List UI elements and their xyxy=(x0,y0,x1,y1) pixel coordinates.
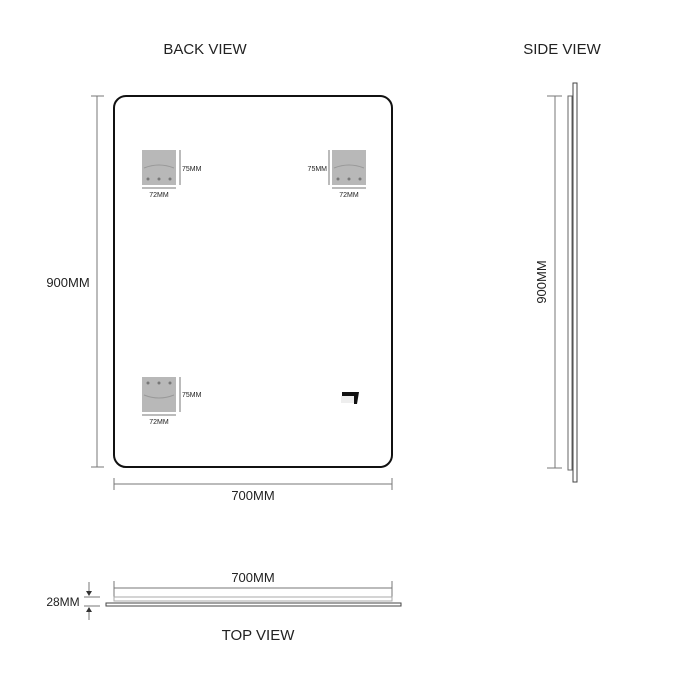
top-width-label: 700MM xyxy=(231,570,274,585)
bracket-height-label: 75MM xyxy=(308,166,328,173)
switch-icon xyxy=(341,392,359,404)
top-depth-label: 28MM xyxy=(46,595,79,609)
bracket-width-label: 72MM xyxy=(339,192,359,199)
top-panel xyxy=(113,596,393,602)
bracket-height-label: 75MM xyxy=(182,392,202,399)
back-panel xyxy=(113,95,393,468)
side-panel xyxy=(567,95,573,471)
side-height-dimension xyxy=(547,95,562,469)
depth-dimension xyxy=(84,582,100,620)
top-glass xyxy=(105,602,402,607)
back-height-label: 900MM xyxy=(46,275,89,290)
back-view-title: BACK VIEW xyxy=(163,41,247,58)
bracket-height-label: 75MM xyxy=(182,166,202,173)
mounting-bracket: 75MM 72MM xyxy=(142,150,202,199)
height-dimension xyxy=(91,95,104,468)
bracket-width-label: 72MM xyxy=(149,419,169,426)
side-view-title: SIDE VIEW xyxy=(523,41,601,58)
mounting-bracket: 75MM 72MM xyxy=(142,377,202,426)
width-dimension xyxy=(113,478,393,490)
mounting-bracket: 75MM 72MM xyxy=(308,150,366,199)
bracket-width-label: 72MM xyxy=(149,192,169,199)
side-glass xyxy=(572,82,578,483)
back-width-label: 700MM xyxy=(231,488,274,503)
top-view-title: TOP VIEW xyxy=(222,627,296,644)
side-height-label: 900MM xyxy=(534,260,549,303)
